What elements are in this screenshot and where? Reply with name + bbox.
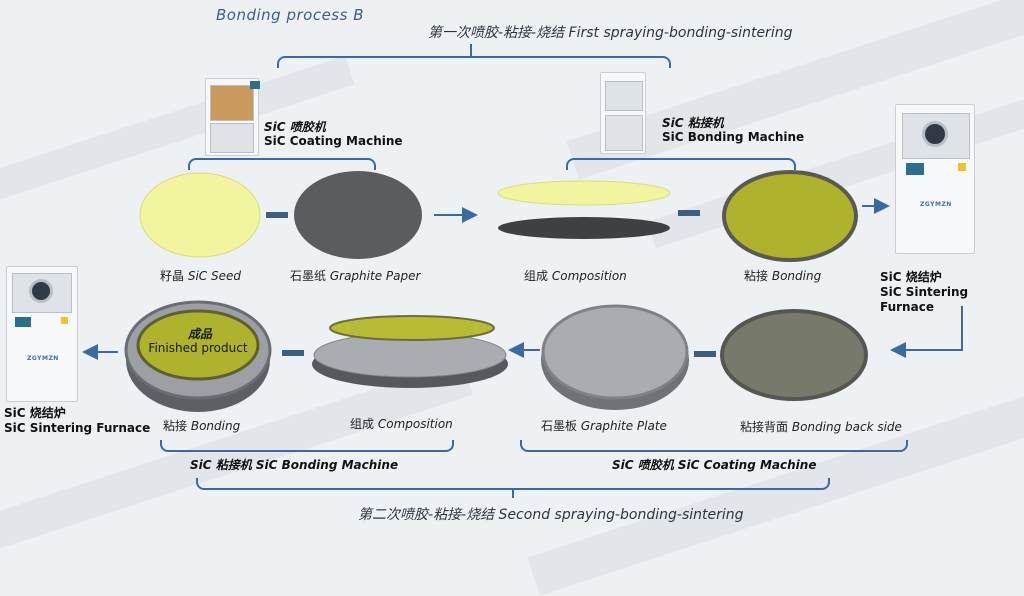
caption-seed: 籽晶 SiC Seed <box>160 269 241 283</box>
phase-first-label: 第一次喷胶-粘接-烧结 First spraying-bonding-sinte… <box>428 25 793 41</box>
caption-composition: 组成 Composition <box>524 269 627 283</box>
bonding-machine-label-en: SiC Bonding Machine <box>662 130 805 144</box>
bonding-brace-bottom <box>160 440 454 452</box>
furnace-right-image: ZGYMZN <box>895 104 975 254</box>
coating-machine-label-en: SiC Coating Machine <box>264 134 403 148</box>
bonding-brace-top <box>566 158 796 170</box>
caption-graphite-paper: 石墨纸 Graphite Paper <box>290 269 421 283</box>
coating-machine-label-cn: SiC 喷胶机 <box>264 120 326 134</box>
phase-second-label: 第二次喷胶-粘接-烧结 Second spraying-bonding-sint… <box>358 507 744 523</box>
phase-first-brace <box>277 56 671 68</box>
minus-sign-1 <box>266 212 288 218</box>
furnace-right-label-en: SiC Sintering Furnace <box>880 285 969 314</box>
caption-bonding: 粘接 Bonding <box>744 269 822 283</box>
brand-logo-left: ZGYMZN <box>27 355 59 362</box>
caption-graphite-plate: 石墨板 Graphite Plate <box>541 419 667 433</box>
phase-second-brace-tick <box>512 488 514 498</box>
coating-brace-top <box>188 158 376 170</box>
minus-sign-2 <box>678 210 700 216</box>
graphite-paper-disc <box>294 171 422 259</box>
caption-bonding-back: 粘接背面 Bonding back side <box>740 420 902 434</box>
caption-composition-bottom: 组成 Composition <box>350 417 453 431</box>
bonding-machine-bottom-label: SiC 粘接机 SiC Bonding Machine <box>190 458 399 472</box>
minus-sign-4 <box>282 350 304 356</box>
phase-first-brace-tick <box>470 44 472 56</box>
process-graphics <box>82 170 963 412</box>
seed-disc <box>139 172 261 258</box>
bonding-back-disc <box>720 309 868 401</box>
coating-machine-image <box>205 78 260 156</box>
bonded-disc <box>722 170 858 262</box>
brand-logo-right: ZGYMZN <box>920 201 952 208</box>
composition2-top <box>329 315 495 341</box>
furnace-left-label-en: SiC Sintering Furnace <box>4 421 151 435</box>
composition-graphite-layer <box>498 217 670 239</box>
minus-sign-3 <box>694 351 716 357</box>
furnace-right-label-cn: SiC 烧结炉 <box>880 270 942 284</box>
graphite-plate-disc <box>541 304 689 400</box>
arrow-3 <box>890 306 963 358</box>
coating-machine-bottom-label: SiC 喷胶机 SiC Coating Machine <box>612 458 817 472</box>
furnace-left-image: ZGYMZN <box>6 266 78 402</box>
caption-bonding-bottom: 粘接 Bonding <box>163 419 241 433</box>
bonding-machine-label-cn: SiC 粘接机 <box>662 116 724 130</box>
finished-product-surface <box>136 309 260 381</box>
bonding-machine-image <box>600 72 646 154</box>
diagram-title: Bonding process B <box>216 6 364 24</box>
finished-product-en: Finished product <box>148 341 248 355</box>
composition-seed-layer <box>497 180 671 206</box>
coating-brace-bottom <box>520 440 908 452</box>
finished-product-cn: 成品 <box>187 327 212 341</box>
furnace-left-label-cn: SiC 烧结炉 <box>4 406 66 420</box>
